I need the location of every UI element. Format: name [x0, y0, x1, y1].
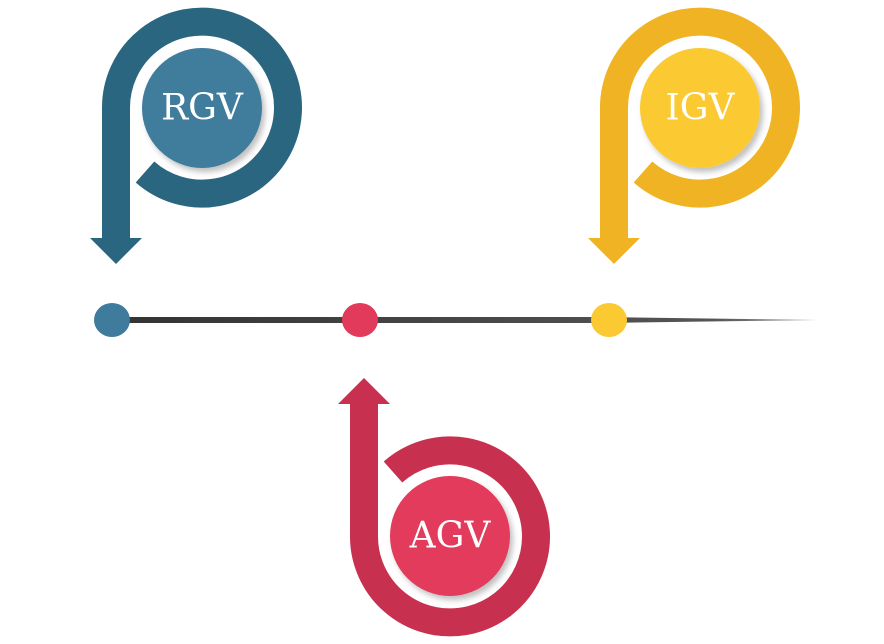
agv-node: AGV — [338, 378, 550, 637]
igv-timeline-dot — [591, 303, 627, 337]
agv-circle — [390, 476, 510, 596]
rgv-ring-arrow — [101, 7, 302, 240]
timeline-line — [112, 317, 818, 323]
igv-circle — [640, 48, 760, 168]
rgv-label: RGV — [161, 88, 244, 129]
arrow-up-icon — [338, 378, 390, 404]
rgv-node: RGV — [90, 7, 302, 264]
igv-ring-arrow — [599, 7, 800, 240]
igv-node: IGV — [588, 7, 800, 264]
rgv-circle — [142, 48, 262, 168]
agv-label: AGV — [409, 516, 492, 557]
igv-label: IGV — [666, 88, 736, 129]
arrow-down-icon — [588, 238, 640, 264]
arrow-down-icon — [90, 238, 142, 264]
agv-timeline-dot — [342, 303, 378, 337]
agv-ring-arrow — [349, 402, 550, 637]
rgv-timeline-dot — [94, 303, 130, 337]
